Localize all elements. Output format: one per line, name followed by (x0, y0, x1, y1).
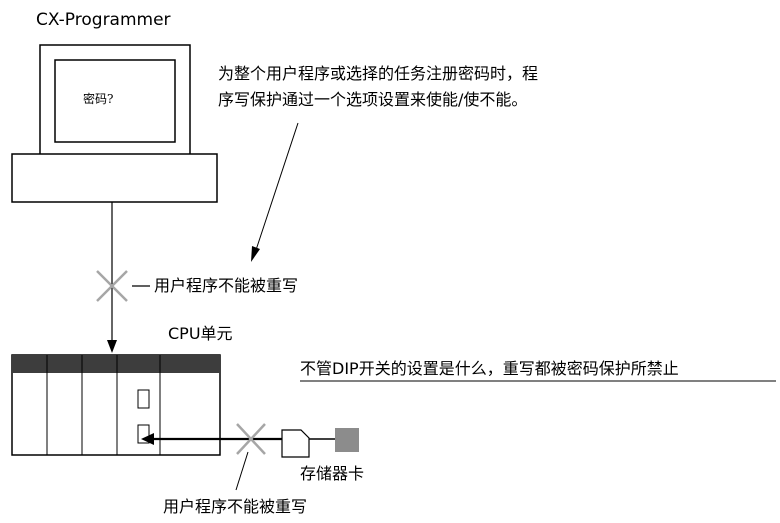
memory-card-arrowhead (141, 433, 154, 445)
block-cross-top (96, 270, 128, 302)
note-pointer-line (255, 122, 299, 251)
connection-arrowhead (107, 340, 117, 353)
block-label-top: 用户程序不能被重写 (154, 276, 299, 295)
password-note-line1: 为整个用户程序或选择的任务注册密码时，程 (218, 64, 539, 83)
computer-monitor (39, 44, 191, 156)
block-label-bottom: 用户程序不能被重写 (163, 497, 308, 516)
computer-base (11, 153, 218, 203)
note-pointer-arrowhead (251, 246, 260, 262)
memory-card-label: 存储器卡 (300, 464, 365, 483)
block-cross-bottom (236, 423, 266, 455)
dip-note: 不管DIP开关的设置是什么，重写都被密码保护所禁止 (300, 359, 679, 378)
cpu-unit-label: CPU单元 (168, 324, 233, 343)
memory-card (335, 428, 359, 452)
memory-card-adapter (281, 429, 310, 458)
label-leader-bottom (235, 451, 249, 491)
screen-prompt: 密码? (83, 92, 114, 106)
password-note-line2: 序写保护通过一个选项设置来使能/使不能。 (218, 90, 528, 109)
software-label: CX-Programmer (36, 10, 171, 30)
